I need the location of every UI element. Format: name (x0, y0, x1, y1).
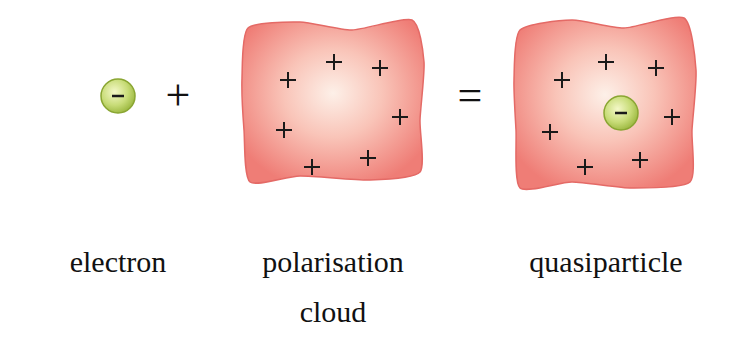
positive-charge (392, 109, 408, 125)
positive-charge (360, 150, 376, 166)
negative-charge (615, 112, 627, 115)
positive-charge (632, 152, 648, 168)
electron-symbol (101, 79, 135, 113)
electron-symbol (604, 96, 638, 130)
caption-label: polarisation cloud (228, 237, 438, 337)
positive-charge (542, 124, 558, 140)
positive-charge (664, 109, 680, 125)
positive-charge (304, 159, 320, 175)
positive-charge (372, 60, 388, 76)
caption-label: quasiparticle (529, 237, 682, 287)
plus-operator: + (166, 71, 191, 121)
positive-charge (326, 54, 342, 70)
caption-label: electron (70, 237, 167, 287)
equals-operator: = (458, 71, 483, 121)
polarisation-cloud (242, 19, 424, 183)
positive-charge (554, 72, 570, 88)
positive-charge (648, 60, 664, 76)
positive-charge (598, 54, 614, 70)
quasiparticle-cloud (514, 17, 696, 189)
positive-charge (276, 122, 292, 138)
positive-charge (280, 72, 296, 88)
positive-charge (577, 159, 593, 175)
negative-charge (112, 95, 124, 98)
